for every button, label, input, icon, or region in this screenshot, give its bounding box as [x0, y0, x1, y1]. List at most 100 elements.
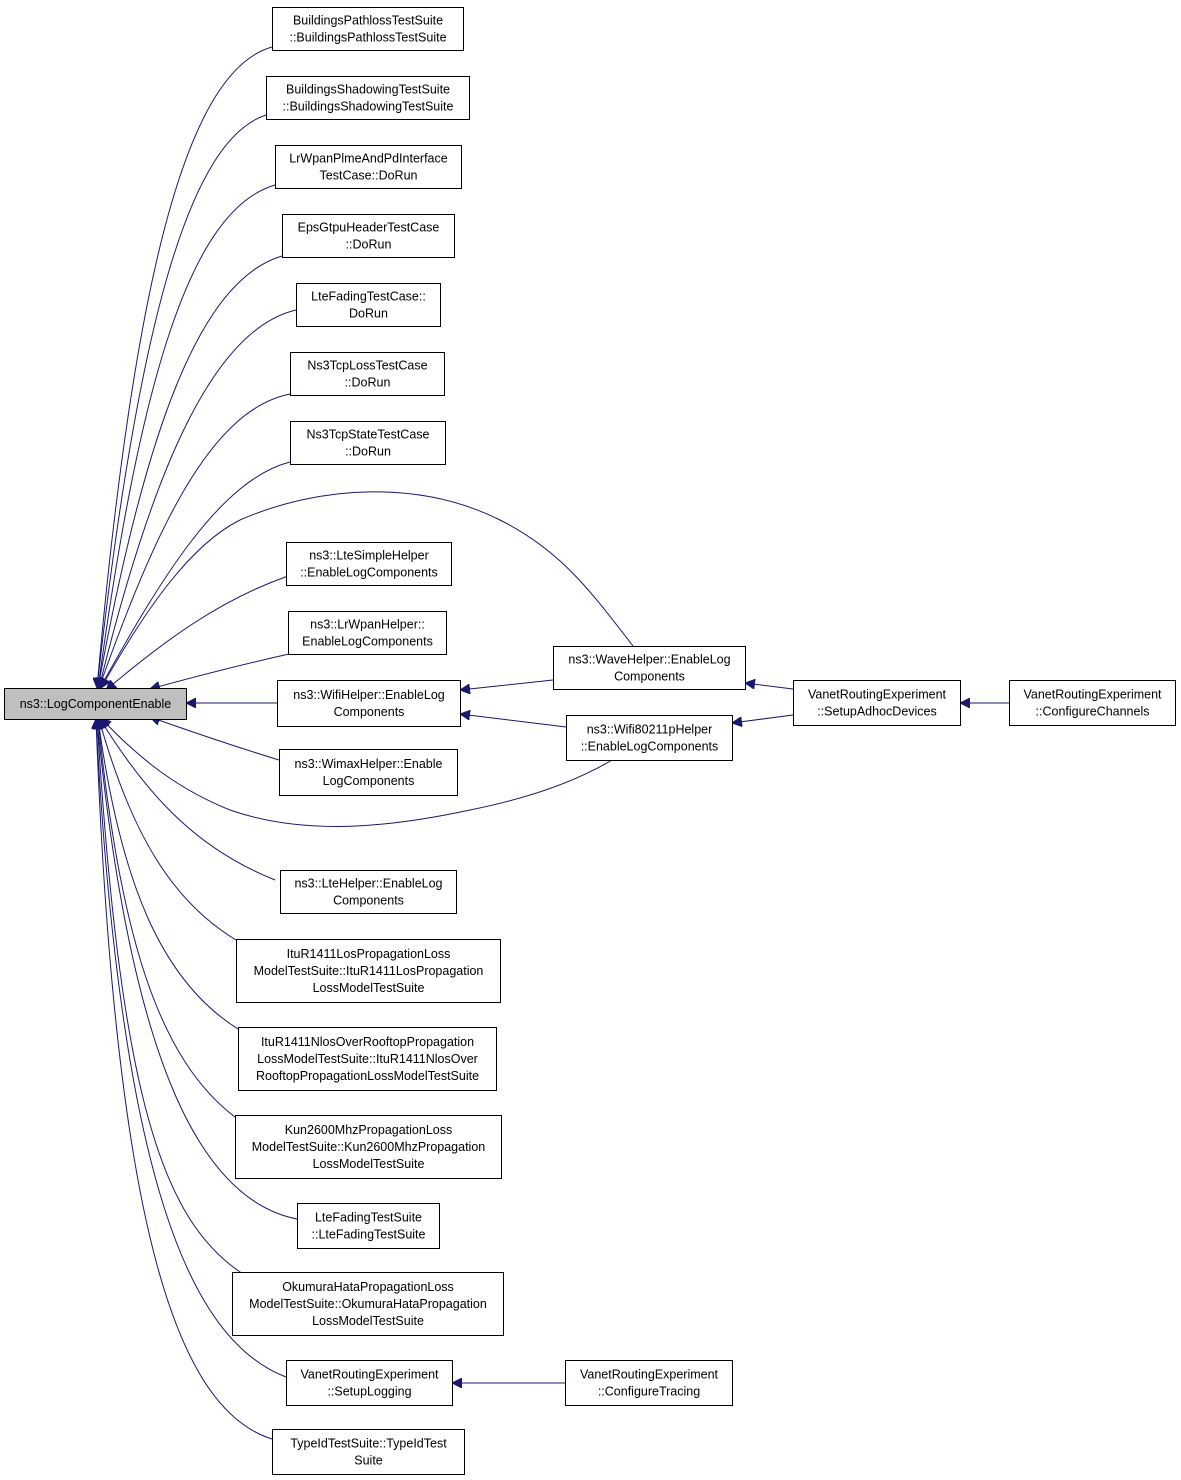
node-box: [288, 611, 447, 655]
node-okumura-hata-suite[interactable]: OkumuraHataPropagationLossModelTestSuite…: [232, 1272, 504, 1336]
node-label-line: Ns3TcpLossTestCase: [307, 359, 427, 373]
node-label-line: EpsGtpuHeaderTestCase: [298, 221, 440, 235]
node-label-line: ModelTestSuite::ItuR1411LosPropagation: [254, 964, 484, 978]
node-typeid-test-suite[interactable]: TypeIdTestSuite::TypeIdTestSuite: [272, 1429, 465, 1475]
node-buildings-pathloss-test-suite[interactable]: BuildingsPathlossTestSuite::BuildingsPat…: [272, 7, 464, 51]
edge-n15-root: [98, 719, 236, 1118]
node-label-line: VanetRoutingExperiment: [300, 1368, 439, 1382]
node-label-line: ::BuildingsShadowingTestSuite: [283, 100, 454, 114]
edge-n18-root: [96, 719, 287, 1378]
edge-n12-root: [100, 719, 276, 881]
node-box: [297, 1203, 440, 1249]
node-label-line: LteFadingTestCase::: [311, 290, 426, 304]
node-label-line: Components: [334, 705, 405, 719]
node-box: [553, 646, 746, 690]
node-label-line: LogComponents: [323, 774, 415, 788]
node-lrwpan-helper[interactable]: ns3::LrWpanHelper::EnableLogComponents: [288, 611, 447, 655]
node-vanet-setup-adhoc-devices[interactable]: VanetRoutingExperiment::SetupAdhocDevice…: [793, 680, 961, 726]
node-vanet-configure-tracing[interactable]: VanetRoutingExperiment::ConfigureTracing: [565, 1360, 733, 1406]
node-label-line: ns3::LteHelper::EnableLog: [294, 877, 442, 891]
node-box: [286, 1360, 453, 1406]
node-label-line: TypeIdTestSuite::TypeIdTest: [290, 1437, 447, 1451]
node-label-line: ::SetupLogging: [327, 1385, 411, 1399]
node-box: [290, 421, 446, 465]
node-label-line: LossModelTestSuite::ItuR1411NlosOver: [257, 1052, 478, 1066]
node-lte-fading-testcase[interactable]: LteFadingTestCase::DoRun: [296, 283, 441, 327]
node-label-line: ItuR1411LosPropagationLoss: [287, 947, 451, 961]
node-label-line: Components: [333, 894, 404, 908]
node-label-line: ::ConfigureTracing: [598, 1385, 700, 1399]
edge-v1-w2: [732, 714, 794, 723]
edge-n11-root: [150, 717, 280, 761]
node-label-line: VanetRoutingExperiment: [1023, 688, 1162, 702]
node-vanet-setup-logging[interactable]: VanetRoutingExperiment::SetupLogging: [286, 1360, 453, 1406]
node-itu-r1411-nlos-suite[interactable]: ItuR1411NlosOverRooftopPropagationLossMo…: [238, 1027, 497, 1091]
node-box: [238, 1027, 497, 1091]
node-wimax-helper[interactable]: ns3::WimaxHelper::EnableLogComponents: [279, 749, 458, 796]
node-label-line: Kun2600MhzPropagationLoss: [285, 1123, 452, 1137]
node-box: [296, 283, 441, 327]
node-ns3-tcp-state-testcase[interactable]: Ns3TcpStateTestCase::DoRun: [290, 421, 446, 465]
node-label-line: ::LteFadingTestSuite: [312, 1228, 426, 1242]
edge-n6-root: [99, 393, 291, 688]
node-eps-gtpu-header-testcase[interactable]: EpsGtpuHeaderTestCase::DoRun: [282, 214, 455, 258]
node-box: [272, 7, 464, 51]
node-box: [286, 542, 452, 586]
node-label-line: ModelTestSuite::OkumuraHataPropagation: [249, 1297, 487, 1311]
node-wifi80211p-helper[interactable]: ns3::Wifi80211pHelper::EnableLogComponen…: [566, 715, 733, 761]
node-label-line: VanetRoutingExperiment: [580, 1368, 719, 1382]
node-label-line: EnableLogComponents: [302, 635, 433, 649]
node-label-line: LossModelTestSuite: [312, 1314, 424, 1328]
node-box: [565, 1360, 733, 1406]
node-lte-fading-test-suite[interactable]: LteFadingTestSuite::LteFadingTestSuite: [297, 1203, 440, 1249]
edge-n17-root: [97, 719, 244, 1275]
node-label-line: ns3::Wifi80211pHelper: [587, 723, 713, 737]
node-label-line: OkumuraHataPropagationLoss: [282, 1280, 454, 1294]
node-lte-simple-helper[interactable]: ns3::LteSimpleHelper::EnableLogComponent…: [286, 542, 452, 586]
node-buildings-shadowing-test-suite[interactable]: BuildingsShadowingTestSuite::BuildingsSh…: [266, 76, 470, 120]
edge-n3-root: [98, 184, 276, 688]
edge-n8-root: [106, 575, 289, 690]
node-wave-helper[interactable]: ns3::WaveHelper::EnableLogComponents: [553, 646, 746, 690]
node-label-line: ns3::LteSimpleHelper: [309, 549, 429, 563]
node-label-line: TestCase::DoRun: [320, 169, 418, 183]
node-label-line: ns3::WifiHelper::EnableLog: [293, 688, 445, 702]
edge-n7-root: [100, 461, 291, 688]
node-box: [235, 1115, 502, 1179]
node-label-line: LossModelTestSuite: [313, 1157, 425, 1171]
node-ns3-tcp-loss-testcase[interactable]: Ns3TcpLossTestCase::DoRun: [290, 352, 445, 396]
node-wifi-helper[interactable]: ns3::WifiHelper::EnableLogComponents: [277, 680, 461, 727]
node-label-line: ::SetupAdhocDevices: [817, 705, 937, 719]
node-lte-helper[interactable]: ns3::LteHelper::EnableLogComponents: [280, 870, 457, 914]
node-box: [236, 939, 501, 1003]
node-box: [4, 688, 187, 720]
node-box: [290, 352, 445, 396]
node-label-line: Suite: [354, 1454, 383, 1468]
node-label-line: ns3::WaveHelper::EnableLog: [568, 653, 730, 667]
node-log-component-enable[interactable]: ns3::LogComponentEnable: [4, 688, 187, 720]
edge-n1-root: [97, 46, 273, 688]
node-label-line: BuildingsPathlossTestSuite: [293, 14, 443, 28]
node-label-line: ::DoRun: [345, 445, 391, 459]
node-label-line: ::BuildingsPathlossTestSuite: [289, 31, 446, 45]
node-label-line: ns3::WimaxHelper::Enable: [295, 757, 443, 771]
node-box: [566, 715, 733, 761]
node-label-line: ::DoRun: [345, 376, 391, 390]
node-label-line: ns3::LogComponentEnable: [20, 697, 172, 711]
node-box: [280, 870, 457, 914]
node-vanet-configure-channels[interactable]: VanetRoutingExperiment::ConfigureChannel…: [1009, 680, 1176, 726]
node-label-line: LossModelTestSuite: [313, 981, 425, 995]
edge-w1-n10: [460, 679, 554, 690]
edge-w2-root: [101, 718, 613, 827]
node-box: [1009, 680, 1176, 726]
node-box: [275, 145, 462, 189]
edge-n5-root: [99, 309, 297, 688]
edge-n9-root: [150, 653, 290, 689]
node-kun2600mhz-suite[interactable]: Kun2600MhzPropagationLossModelTestSuite:…: [235, 1115, 502, 1179]
node-box: [266, 76, 470, 120]
edge-n19-root: [96, 719, 273, 1440]
edge-n14-root: [98, 719, 239, 1030]
node-itu-r1411-los-suite[interactable]: ItuR1411LosPropagationLossModelTestSuite…: [236, 939, 501, 1003]
